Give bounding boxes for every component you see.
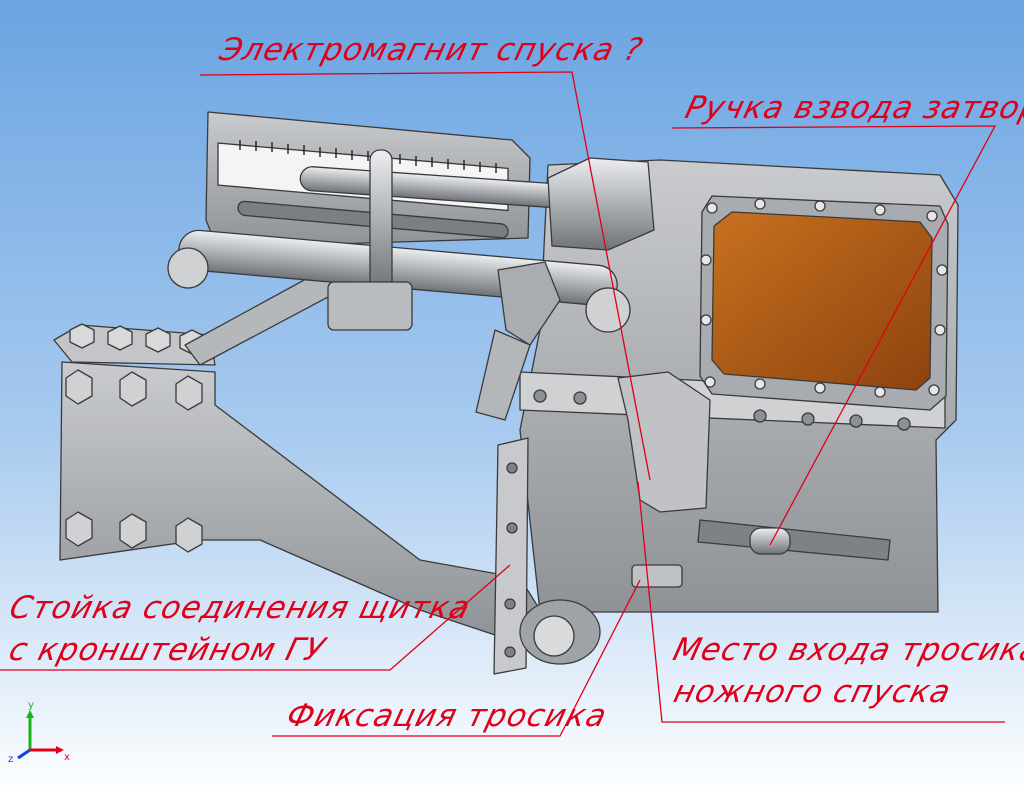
vertical-post <box>369 149 393 291</box>
mechanism-model <box>53 111 959 675</box>
cocking-knob <box>749 527 791 555</box>
bracket-hex-bolts <box>65 369 203 553</box>
leader-cocking-handle <box>671 125 997 546</box>
label-shield-bracket-2: с кронштейном ГУ <box>5 632 329 667</box>
label-cable-fixation: Фиксация тросика <box>283 698 611 733</box>
rail-holes <box>533 389 911 431</box>
strip-holes <box>504 462 518 658</box>
clamp-block <box>327 281 413 331</box>
rocker-arm <box>475 329 531 421</box>
label-electromagnet: Электромагнит спуска ? <box>215 32 646 67</box>
axis-z-label: z <box>8 754 13 765</box>
rear-end-cap <box>167 247 209 289</box>
label-shield-bracket-1: Стойка соединения щитка <box>6 590 474 625</box>
cocking-handle-cover <box>711 211 933 391</box>
axis-triad: y x z <box>8 700 70 765</box>
handle-slot <box>697 519 891 561</box>
front-end-cap <box>585 287 631 333</box>
leader-shield-bracket <box>0 564 511 671</box>
leader-cable-entry <box>637 481 1005 723</box>
leader-cable-fixation <box>272 579 641 737</box>
label-cable-entry-2: ножного спуска <box>670 674 955 709</box>
axis-x-label: x <box>64 752 70 763</box>
electromagnet-housing <box>547 157 655 251</box>
leader-electromagnet <box>199 71 651 481</box>
axis-y-label: y <box>28 700 34 711</box>
trigger-solenoid <box>617 371 711 513</box>
cable-clamp <box>631 564 683 588</box>
pivot-knob <box>533 615 575 657</box>
mount-hex-bolts <box>69 323 205 355</box>
connecting-strip <box>493 437 529 675</box>
pivot-link <box>497 261 561 346</box>
label-cocking-handle: Ручка взвода затвора <box>682 90 1024 125</box>
annotation-leaders <box>0 71 1005 737</box>
frame-bolts <box>700 198 948 398</box>
label-cable-entry-1: Место входа тросика <box>669 632 1024 667</box>
